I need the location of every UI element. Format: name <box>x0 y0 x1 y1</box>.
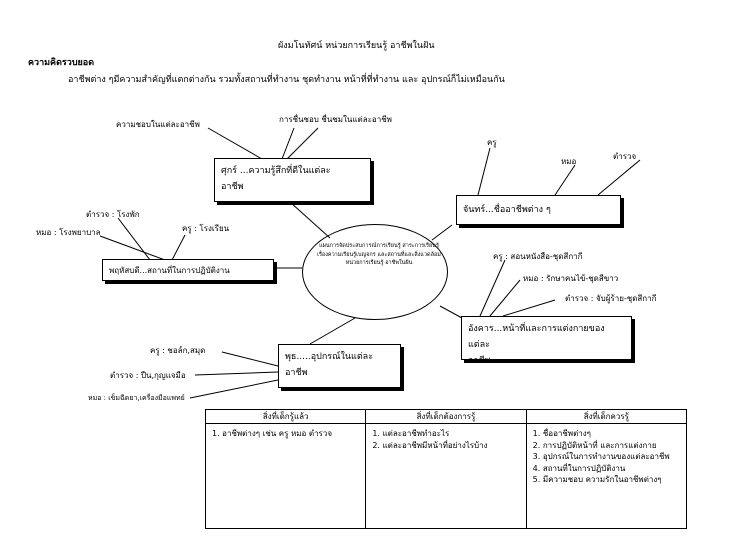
table-header: สิ่งที่เด็กต้องการรู้ <box>365 409 527 424</box>
list-item: 3. อุปกรณ์ในการทำงานของแต่ละอาชีพ <box>532 452 670 461</box>
friday-box: ศุกร์ ...ความรู้สึกที่ดีในแต่ละ อาชีพ <box>214 158 371 202</box>
list-item: 1. แต่ละอาชีพทำอะไร <box>372 429 450 438</box>
tuesday-line1: อังคาร...หน้าที่และการแต่งกายของแต่ละ <box>468 324 605 350</box>
thursday-box: พุธ.....อุปกรณ์ในแต่ละ อาชีพ <box>278 344 401 388</box>
wednesday-title: พฤหัสบดี...สถานที่ในการปฏิบัติงาน <box>109 266 230 275</box>
monday-title: จันทร์...ชื่ออาชีพต่าง ๆ <box>463 205 551 215</box>
monday-box: จันทร์...ชื่ออาชีพต่าง ๆ <box>456 195 621 225</box>
friday-line1: ศุกร์ ...ความรู้สึกที่ดีในแต่ละ <box>221 166 331 176</box>
thursday-line1: พุธ.....อุปกรณ์ในแต่ละ <box>285 352 374 362</box>
wednesday-box: พฤหัสบดี...สถานที่ในการปฏิบัติงาน <box>102 259 274 281</box>
tuesday-doctor: หมอ : รักษาคนไข้-ชุดสีขาว <box>523 274 619 283</box>
table-header-row: สิ่งที่เด็กรู้แล้ว สิ่งที่เด็กต้องการรู้… <box>204 409 688 424</box>
list-item: 2. แต่ละอาชีพมีหน้าที่อย่างไรบ้าง <box>372 440 488 450</box>
table-header: สิ่งที่เด็กรู้แล้ว <box>204 409 367 424</box>
list-item: 4. สถานที่ในการปฏิบัติงาน <box>532 463 626 473</box>
table-cell-want: 1. แต่ละอาชีพทำอะไร 2. แต่ละอาชีพมีหน้าท… <box>365 423 527 529</box>
thursday-doctor: หมอ : เข็มฉีดยา,เครื่องมือแพทย์ <box>88 394 185 402</box>
thursday-line2: อาชีพ <box>285 368 308 378</box>
thursday-teacher: ครู : ชอล์ก,สมุด <box>150 346 206 355</box>
list-item: 1. ชื่ออาชีพต่างๆ <box>532 429 591 438</box>
concept-text: อาชีพต่าง ๆมีความสำคัญที่แตกต่างกัน รวมท… <box>68 75 505 85</box>
monday-teacher: ครู <box>487 138 497 147</box>
kwl-table: สิ่งที่เด็กรู้แล้ว สิ่งที่เด็กต้องการรู้… <box>204 409 688 529</box>
page-title: ผังมโนทัศน์ หน่วยการเรียนรู้ อาชีพในฝัน <box>278 41 435 51</box>
wednesday-police: ตำรวจ : โรงพัก <box>86 210 140 219</box>
list-item: 2. การปฏิบัติหน้าที่ และการแต่งกาย <box>532 440 657 450</box>
list-item: 1. อาชีพต่างๆ เช่น ครู หมอ ตำรวจ <box>212 429 333 438</box>
tuesday-teacher: ครู : สอนหนังสือ-ชุดสีกากี <box>493 252 583 261</box>
friday-label-a: ความชอบในแต่ละอาชีพ <box>116 120 200 129</box>
list-item: 5. มีความชอบ ความรักในอาชีพต่างๆ <box>532 475 662 484</box>
table-cell-should: 1. ชื่ออาชีพต่างๆ 2. การปฏิบัติหน้าที่ แ… <box>525 423 688 529</box>
wednesday-doctor: หมอ : โรงพยาบาล <box>36 228 101 237</box>
tuesday-box: อังคาร...หน้าที่และการแต่งกายของแต่ละ อา… <box>461 316 632 366</box>
tuesday-line2: อาชีพ <box>468 356 491 366</box>
concept-heading: ความคิดรวบยอด <box>28 58 95 68</box>
center-ellipse <box>302 224 448 320</box>
tuesday-police: ตำรวจ : จับผู้ร้าย-ชุดสีกากี <box>565 294 657 303</box>
monday-police: ตำรวจ <box>613 152 637 161</box>
friday-line2: อาชีพ <box>221 182 244 192</box>
monday-doctor: หมอ <box>561 157 577 166</box>
table-header: สิ่งที่เด็กควรรู้ <box>525 409 688 424</box>
table-row: 1. อาชีพต่างๆ เช่น ครู หมอ ตำรวจ 1. แต่ล… <box>204 423 688 529</box>
wednesday-teacher: ครู : โรงเรียน <box>182 224 230 233</box>
table-cell-known: 1. อาชีพต่างๆ เช่น ครู หมอ ตำรวจ <box>204 423 367 529</box>
friday-label-b: การชื่นชอบ ชื่นชมในแต่ละอาชีพ <box>279 115 392 124</box>
center-text: แผนการจัดประสบการณ์การเรียนรู้ สาระการเร… <box>317 243 441 266</box>
thursday-police: ตำรวจ : ปืน,กุญแจมือ <box>110 371 186 380</box>
